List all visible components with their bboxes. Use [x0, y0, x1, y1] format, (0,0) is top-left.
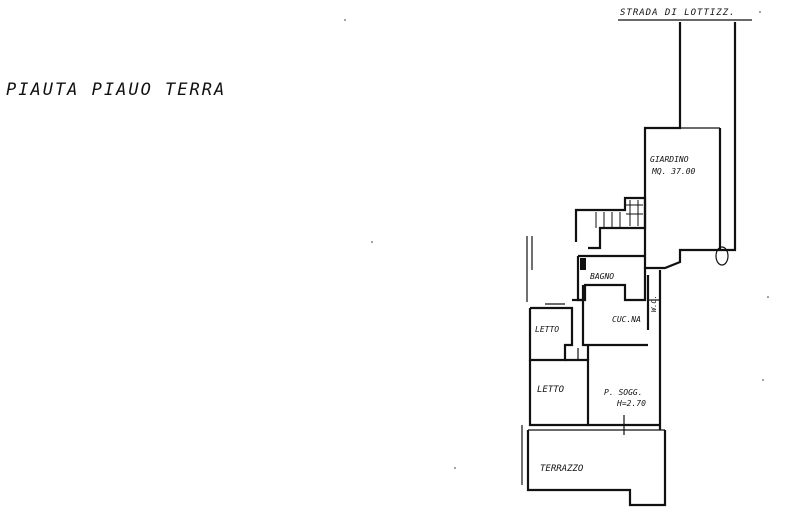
terrace-walls — [521, 425, 667, 507]
room-label-garden: GIARDINO — [650, 155, 689, 164]
room-label-bedroom-1: LETTO — [535, 325, 559, 334]
kitchen-walls — [581, 267, 664, 430]
room-label-terrace: TERRAZZO — [540, 464, 584, 474]
staircase — [574, 196, 647, 250]
plan-title: PIAUTA PIAUO TERRA — [6, 80, 226, 100]
room-label-bathroom: BAGNO — [590, 272, 614, 281]
room-label-bedroom-2: LETTO — [537, 385, 565, 395]
exterior-lines — [526, 236, 533, 302]
room-label-living-name: P. SOGG. — [604, 388, 643, 397]
street-label: STRADA DI LOTTIZZ. — [620, 8, 736, 18]
living-room-walls — [570, 345, 660, 435]
tree-symbol — [715, 246, 729, 266]
room-label-living-height: H=2.70 — [616, 399, 646, 408]
garden-boundary — [643, 22, 737, 270]
room-label-garden-area: MQ. 37.00 — [651, 167, 696, 176]
scan-specks — [344, 11, 769, 469]
room-label-wc: W.C. — [650, 295, 658, 312]
room-label-kitchen: CUC.NA — [612, 315, 641, 324]
wall-fixture — [580, 258, 586, 270]
